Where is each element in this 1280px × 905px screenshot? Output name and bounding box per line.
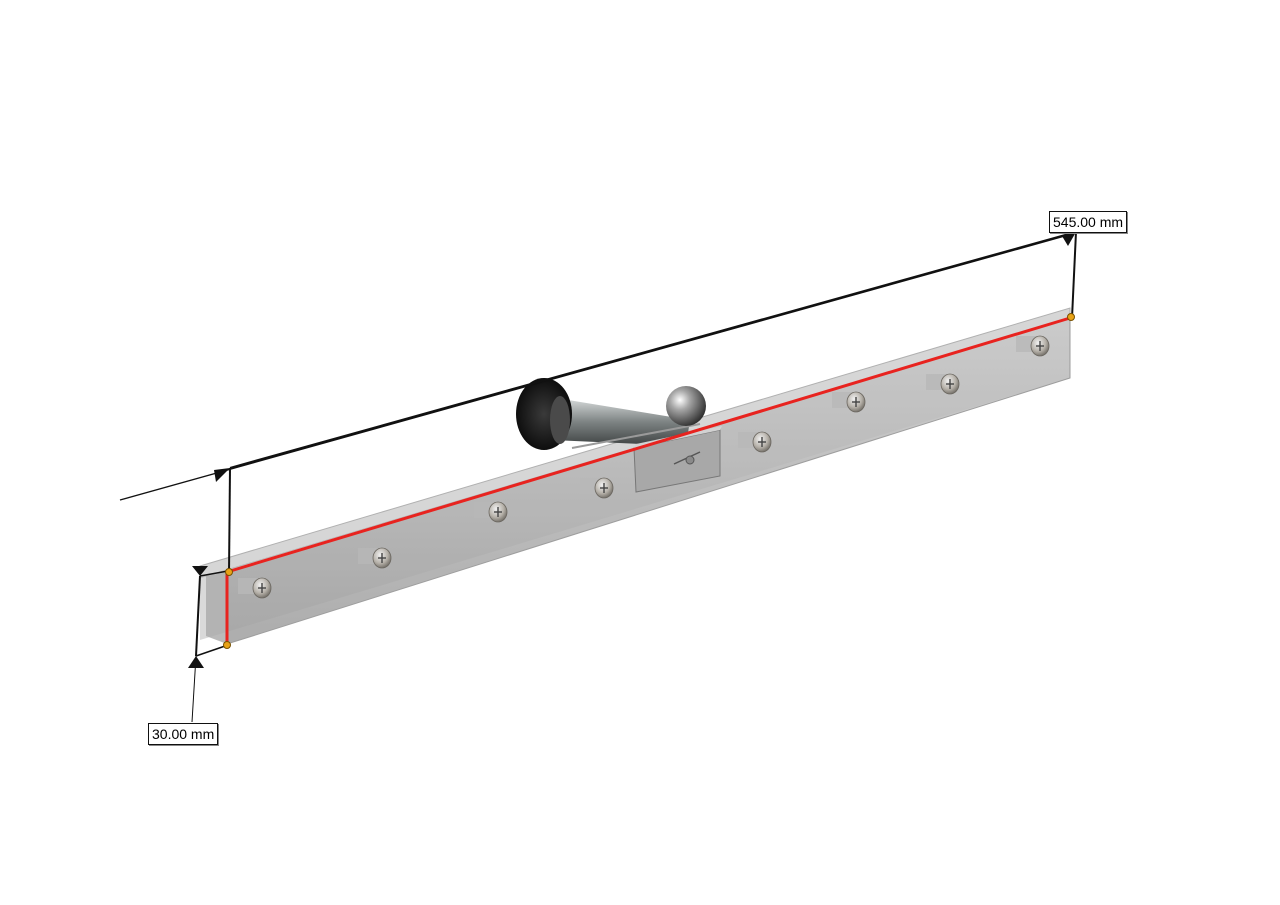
handle-assembly[interactable] bbox=[516, 378, 706, 450]
endpoint-marker-icon bbox=[223, 641, 231, 649]
handle-tube bbox=[552, 398, 690, 446]
length-dimension[interactable] bbox=[119, 230, 1077, 575]
screw-row bbox=[238, 335, 1050, 599]
screw-icon bbox=[474, 501, 508, 523]
endpoint-markers[interactable] bbox=[223, 313, 1075, 649]
dimension-arrow-icon bbox=[214, 468, 230, 482]
endpoint-marker-icon bbox=[1067, 313, 1075, 321]
dimension-arrow-icon bbox=[192, 566, 208, 576]
screw-icon bbox=[238, 577, 272, 599]
screw-icon bbox=[832, 391, 866, 413]
height-dimension-label[interactable]: 30.00 mm bbox=[148, 723, 219, 745]
screw-icon bbox=[738, 431, 772, 453]
endpoint-marker-icon bbox=[225, 568, 233, 576]
dimension-arrow-icon bbox=[1062, 232, 1076, 246]
selected-edge[interactable] bbox=[225, 316, 1071, 644]
dimension-arrow-icon bbox=[188, 656, 204, 668]
height-dimension[interactable] bbox=[188, 566, 229, 723]
length-dimension-label[interactable]: 545.00 mm bbox=[1049, 211, 1128, 233]
screw-icon bbox=[358, 547, 392, 569]
screw-icon bbox=[580, 477, 614, 499]
knob-sphere bbox=[666, 386, 706, 426]
screw-icon bbox=[926, 373, 960, 395]
screw-icon bbox=[1016, 335, 1050, 357]
